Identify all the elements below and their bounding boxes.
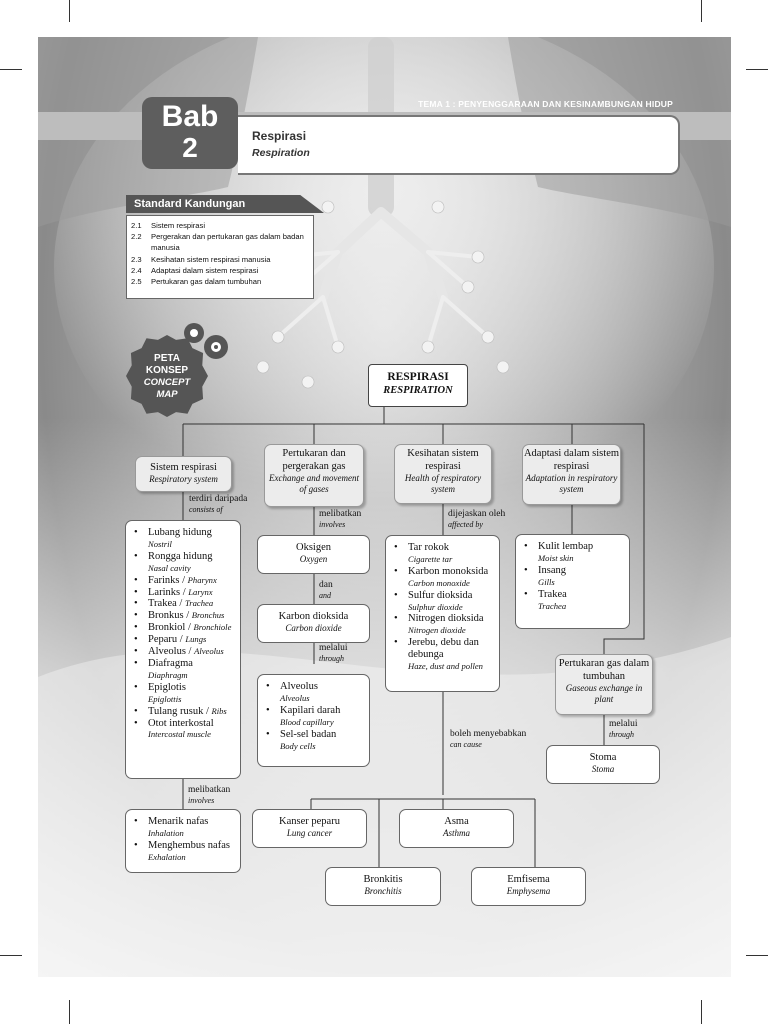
exchange-sites-list: •Alveolus Alveolus •Kapilari darah Blood… — [257, 674, 370, 767]
crop-mark — [0, 69, 22, 70]
list-item: •Tar rokok — [394, 542, 449, 553]
list-item: •Karbon monoksida — [394, 565, 489, 577]
list-item: •Alveolus / Alveolus — [134, 646, 224, 658]
list-item: •Sel-sel badan — [266, 728, 337, 740]
list-item: •Tulang rusuk / Ribs — [134, 705, 227, 717]
crop-mark — [701, 1000, 702, 1024]
list-item: •Farinks / Pharynx — [134, 574, 217, 586]
list-item: •Insang — [524, 564, 566, 576]
list-item: •Menghembus nafas — [134, 839, 230, 851]
list-item: •Larinks / Larynx — [134, 586, 213, 598]
page-sheet: TEMA 1 : PENYENGGARAAN DAN KESINAMBUNGAN… — [38, 37, 731, 977]
list-item: •Trakea / Trachea — [134, 598, 214, 610]
chapter-number: 2 — [182, 132, 198, 163]
crop-mark — [746, 69, 768, 70]
breathing-list: •Menarik nafas Inhalation •Menghembus na… — [125, 809, 241, 873]
list-item: •Alveolus — [266, 681, 318, 692]
gear-icon — [184, 323, 228, 359]
chapter-title-en: Respiration — [252, 147, 310, 159]
respiratory-parts-list: •Lubang hidung Nostril •Rongga hidung Na… — [125, 520, 241, 779]
list-item: •Menarik nafas — [134, 816, 209, 827]
list-item: •Nitrogen dioksida — [394, 613, 484, 625]
standard-heading: Standard Kandungan — [126, 195, 324, 213]
crop-mark — [0, 955, 22, 956]
theme-label: TEMA 1 : PENYENGGARAAN DAN KESINAMBUNGAN… — [418, 99, 673, 109]
chapter-title: Respirasi — [252, 129, 307, 143]
chapter-badge: Bab 2 — [142, 97, 238, 169]
chapter-word: Bab — [161, 100, 219, 133]
list-item: •Diafragma — [134, 657, 193, 669]
pollutants-list: •Tar rokok Cigarette tar •Karbon monoksi… — [385, 535, 500, 692]
list-item: •Bronkiol / Bronchiole — [134, 622, 232, 634]
crop-mark — [69, 1000, 70, 1024]
list-item: •Jerebu, debu dan debunga — [394, 637, 479, 661]
list-item: •Sulfur dioksida — [394, 589, 473, 601]
crop-mark — [69, 0, 70, 22]
list-item: •Epiglotis — [134, 681, 186, 693]
root-node: RESPIRASI RESPIRATION — [368, 364, 468, 407]
list-item: •Kulit lembap — [524, 541, 594, 552]
connector-lines — [182, 407, 645, 867]
list-item: •Peparu / Lungs — [134, 634, 207, 646]
list-item: •Trakea — [524, 588, 567, 600]
list-item: •Lubang hidung — [134, 527, 212, 538]
crop-mark — [701, 0, 702, 22]
list-item: •Otot interkostal — [134, 717, 214, 729]
title-box — [238, 115, 680, 175]
list-item: •Rongga hidung — [134, 550, 213, 562]
list-item: •Kapilari darah — [266, 704, 341, 716]
list-item: •Bronkus / Bronchus — [134, 610, 225, 622]
adaptations-list: •Kulit lembap Moist skin •Insang Gills •… — [515, 534, 630, 629]
crop-mark — [746, 955, 768, 956]
